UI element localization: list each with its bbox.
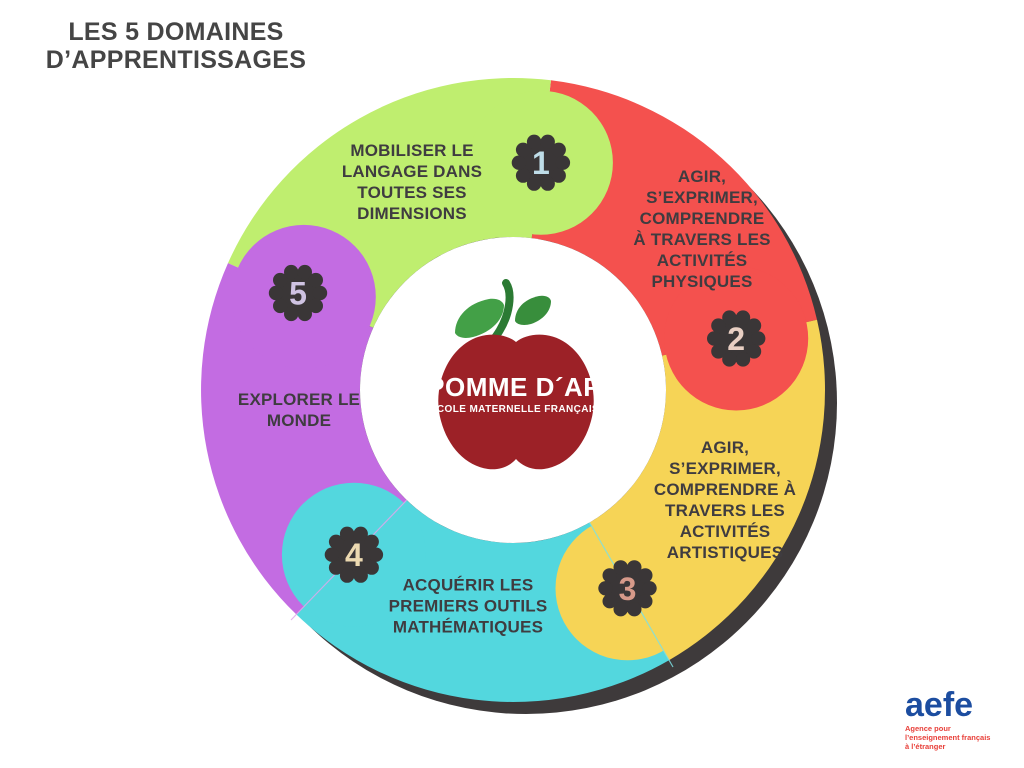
badge-number-1: 1: [532, 145, 550, 181]
badge-4: 4: [324, 526, 384, 583]
aefe-tagline-line-1: Agence pour: [905, 724, 951, 733]
badge-3: 3: [598, 560, 657, 617]
badge-number-5: 5: [289, 276, 307, 312]
segment-label-4: ACQUÉRIR LES PREMIERS OUTILS MATHÉMATIQU…: [388, 575, 548, 637]
center-brand-text: POMME D´API: [427, 372, 609, 402]
page-title: LES 5 DOMAINES D’APPRENTISSAGES: [45, 18, 307, 74]
badge-number-2: 2: [727, 321, 745, 357]
segment-label-2: AGIR, S’EXPRIMER, COMPRENDRE À TRAVERS L…: [633, 167, 771, 291]
badge-number-4: 4: [345, 537, 363, 573]
badge-number-3: 3: [619, 571, 637, 607]
aefe-logo-wordmark: aefe: [905, 686, 974, 724]
apple-logo: POMME D´API ECOLE MATERNELLE FRANÇAISE: [427, 279, 609, 470]
apple-leaf-right-icon: [515, 295, 551, 325]
aefe-logo: aefe Agence pour l’enseignement français…: [905, 686, 1024, 751]
segment-label-3: AGIR, S’EXPRIMER, COMPRENDRE À TRAVERS L…: [653, 438, 797, 562]
segment-label-5: EXPLORER LE MONDE: [237, 390, 361, 430]
center-subtitle-text: ECOLE MATERNELLE FRANÇAISE: [430, 404, 606, 415]
badge-2: 2: [707, 310, 766, 367]
aefe-tagline-line-2: l’enseignement français: [905, 733, 991, 742]
segment-label-1: MOBILISER LE LANGAGE DANS TOUTES SES DIM…: [341, 141, 483, 223]
apple-icon: [438, 334, 594, 470]
apple-leaf-left-icon: [455, 298, 504, 338]
aefe-tagline-line-3: à l’étranger: [905, 742, 946, 751]
aefe-tagline: Agence pour l’enseignement français à l’…: [905, 724, 1024, 751]
badge-5: 5: [268, 264, 328, 322]
badge-1: 1: [511, 134, 571, 191]
